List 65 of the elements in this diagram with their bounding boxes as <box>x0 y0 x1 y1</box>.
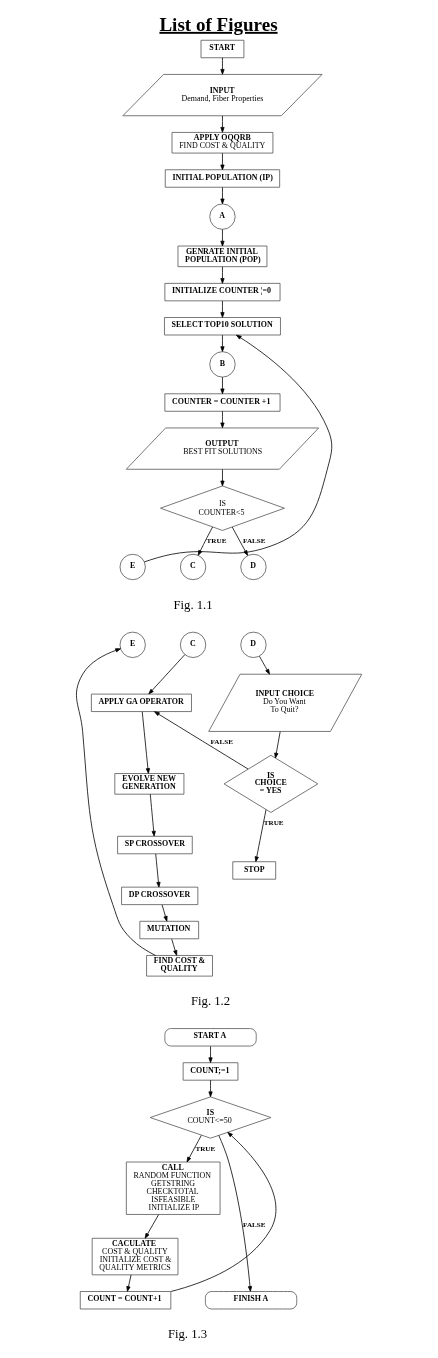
arrow <box>141 711 150 774</box>
arrow <box>126 1274 132 1292</box>
arrow <box>170 1132 277 1292</box>
node-box: CALL RANDOM FUNCTION GETSTRING CHECKTOTAL ISFEASIBLE INITIALIZE IP <box>125 1161 221 1215</box>
node-diamond: IS COUNTER<5 <box>160 485 285 531</box>
arrow <box>220 229 225 247</box>
label: Fig. 1.3 <box>167 1327 208 1342</box>
node-box: COUNT;=1 <box>182 1062 239 1081</box>
arrow <box>186 1135 202 1163</box>
node-box: SELECT TOP10 SOLUTION <box>164 317 281 336</box>
node-circle: D <box>240 553 267 581</box>
node-box: GENRATE INITIAL POPULATION (POP) <box>177 245 268 268</box>
node-box: FINISH A <box>205 1291 298 1310</box>
node-box: STOP <box>232 861 277 880</box>
arrow <box>220 57 225 75</box>
arrow <box>274 731 281 759</box>
arrow <box>220 266 225 284</box>
arrow <box>220 468 225 487</box>
label: Fig. 1.1 <box>173 597 213 612</box>
arrow <box>208 1045 213 1063</box>
node-circle: E <box>119 631 146 658</box>
node-circle: C <box>179 631 207 658</box>
node-circle: E <box>119 553 146 581</box>
node-box: APPLY GA OPERATOR <box>91 693 192 712</box>
arrow <box>144 1214 159 1239</box>
arrow <box>220 376 225 395</box>
arrow <box>220 115 225 133</box>
diagram-title: List of Figures <box>159 13 278 35</box>
node-box: COUNTER = COUNTER +1 <box>164 393 281 412</box>
node-circle: C <box>179 553 207 581</box>
node-circle: B <box>209 351 236 378</box>
arrow <box>155 853 161 888</box>
node-box: SP CROSSOVER <box>117 835 193 855</box>
node-box: INITIALIZE COUNTER ¦=0 <box>164 282 281 302</box>
node-box: START <box>200 39 245 59</box>
arrow <box>161 904 168 922</box>
arrow <box>220 410 225 429</box>
node-box: DP CROSSOVER <box>121 886 199 905</box>
arrow <box>208 1079 213 1098</box>
node-box: INITIAL POPULATION (IP) <box>164 169 281 188</box>
arrow <box>171 938 178 956</box>
arrow <box>220 334 225 352</box>
arrow <box>154 711 249 770</box>
node-box: EVOLVE NEW GENERATION <box>114 773 185 795</box>
arrow <box>144 334 333 563</box>
arrow <box>231 526 248 556</box>
arrow <box>148 654 186 695</box>
node-circle: D <box>240 631 267 658</box>
arrow <box>197 526 213 556</box>
label: Fig. 1.2 <box>190 994 231 1009</box>
node-box: COUNT = COUNT+1 <box>79 1291 172 1310</box>
node-circle: A <box>209 203 236 230</box>
arrow <box>259 655 270 675</box>
arrow <box>220 187 225 205</box>
node-box: FIND COST & QUALITY <box>146 955 213 977</box>
node-box: START A <box>164 1028 257 1047</box>
arrow <box>76 648 156 956</box>
arrow <box>149 793 156 837</box>
arrow <box>220 300 225 318</box>
node-box: CACULATE COST & QUALITY INITIALIZE COST & QUALITY METRICS <box>91 1237 179 1276</box>
arrow <box>254 809 267 862</box>
node-box: APPLY OQQRB FIND COST & QUALITY <box>171 132 274 154</box>
arrow <box>218 1135 253 1292</box>
arrow <box>220 152 225 171</box>
node-box: MUTATION <box>139 920 200 940</box>
